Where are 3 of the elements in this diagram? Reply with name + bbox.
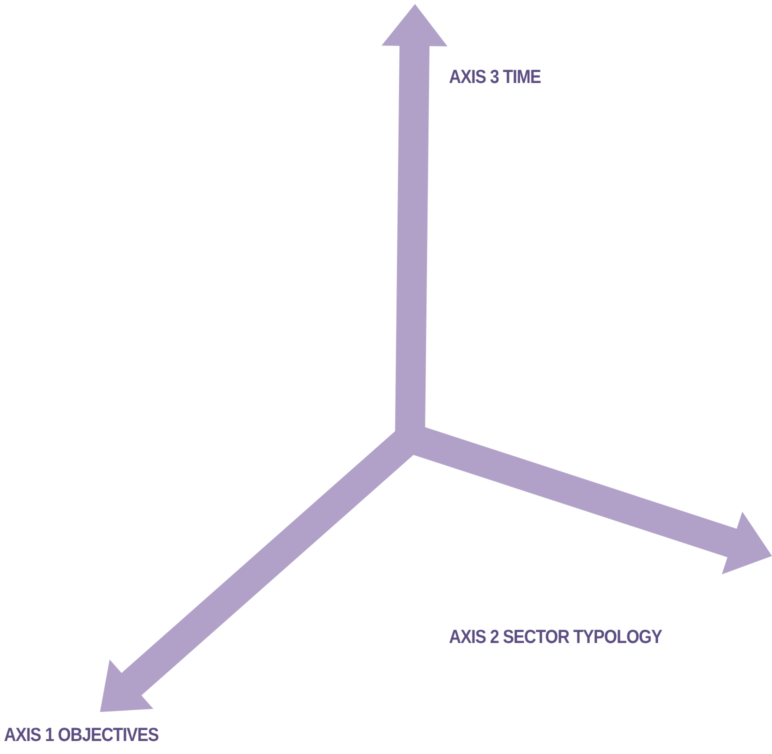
axis-label: AXIS 2 SECTOR TYPOLOGY	[449, 627, 662, 649]
axis-label: AXIS 3 TIME	[449, 67, 541, 89]
axis-label: AXIS 1 OBJECTIVES	[4, 725, 159, 747]
